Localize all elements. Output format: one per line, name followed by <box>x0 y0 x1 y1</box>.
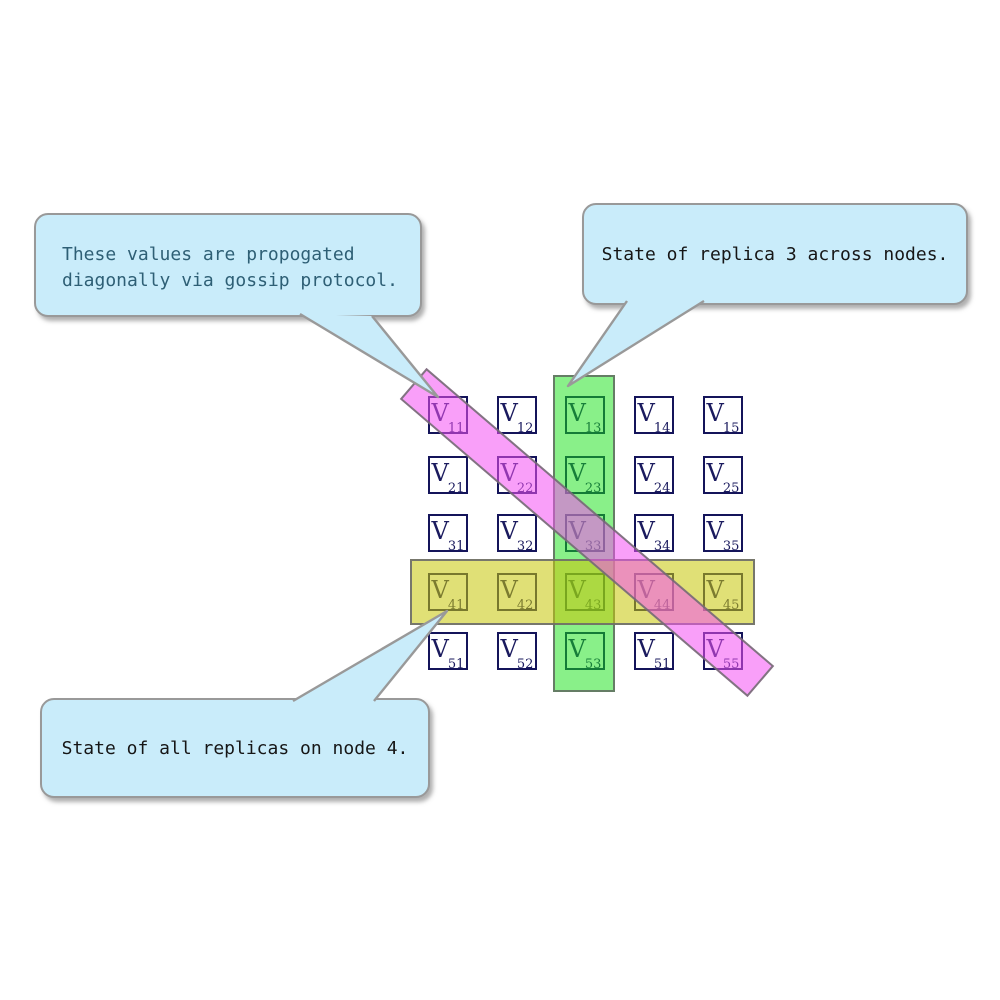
cell-label: V24 <box>637 458 671 497</box>
cell-label: V15 <box>706 398 740 437</box>
callout-gossip-line1: These values are propogated <box>62 244 355 265</box>
cell-label: V14 <box>637 398 671 437</box>
matrix-cell-r2c1: V21 <box>428 456 468 497</box>
callout-replica3-line1: State of replica 3 across nodes. <box>601 243 949 265</box>
callout-gossip-protocol: These values are propogated diagonally v… <box>34 213 422 317</box>
matrix-cell-r5c2: V52 <box>497 632 537 673</box>
callout-node4-line1: State of all replicas on node 4. <box>61 737 409 759</box>
cell-label: V35 <box>706 516 740 555</box>
callout-replica-3: State of replica 3 across nodes. <box>582 203 968 305</box>
matrix-cell-r5c4: V51 <box>634 632 674 673</box>
callout-node-4: State of all replicas on node 4. <box>40 698 430 798</box>
cell-label: V51 <box>637 634 671 673</box>
cell-label: V51 <box>431 634 465 673</box>
matrix-cell-r3c5: V35 <box>703 514 743 555</box>
matrix-cell-r3c1: V31 <box>428 514 468 555</box>
cell-label: V12 <box>500 398 534 437</box>
matrix-cell-r3c2: V32 <box>497 514 537 555</box>
cell-label: V34 <box>637 516 671 555</box>
cell-label: V32 <box>500 516 534 555</box>
cell-label: V52 <box>500 634 534 673</box>
cell-label: V31 <box>431 516 465 555</box>
cell-label: V25 <box>706 458 740 497</box>
matrix-cell-r1c4: V14 <box>634 396 674 437</box>
matrix-cell-r1c2: V12 <box>497 396 537 437</box>
cell-label: V21 <box>431 458 465 497</box>
matrix-cell-r2c5: V25 <box>703 456 743 497</box>
matrix-cell-r3c4: V34 <box>634 514 674 555</box>
matrix-cell-r5c1: V51 <box>428 632 468 673</box>
callout-gossip-line2: diagonally via gossip protocol. <box>62 270 398 291</box>
matrix-cell-r2c4: V24 <box>634 456 674 497</box>
callout-replica3-tail <box>566 299 705 388</box>
matrix-cell-r1c5: V15 <box>703 396 743 437</box>
